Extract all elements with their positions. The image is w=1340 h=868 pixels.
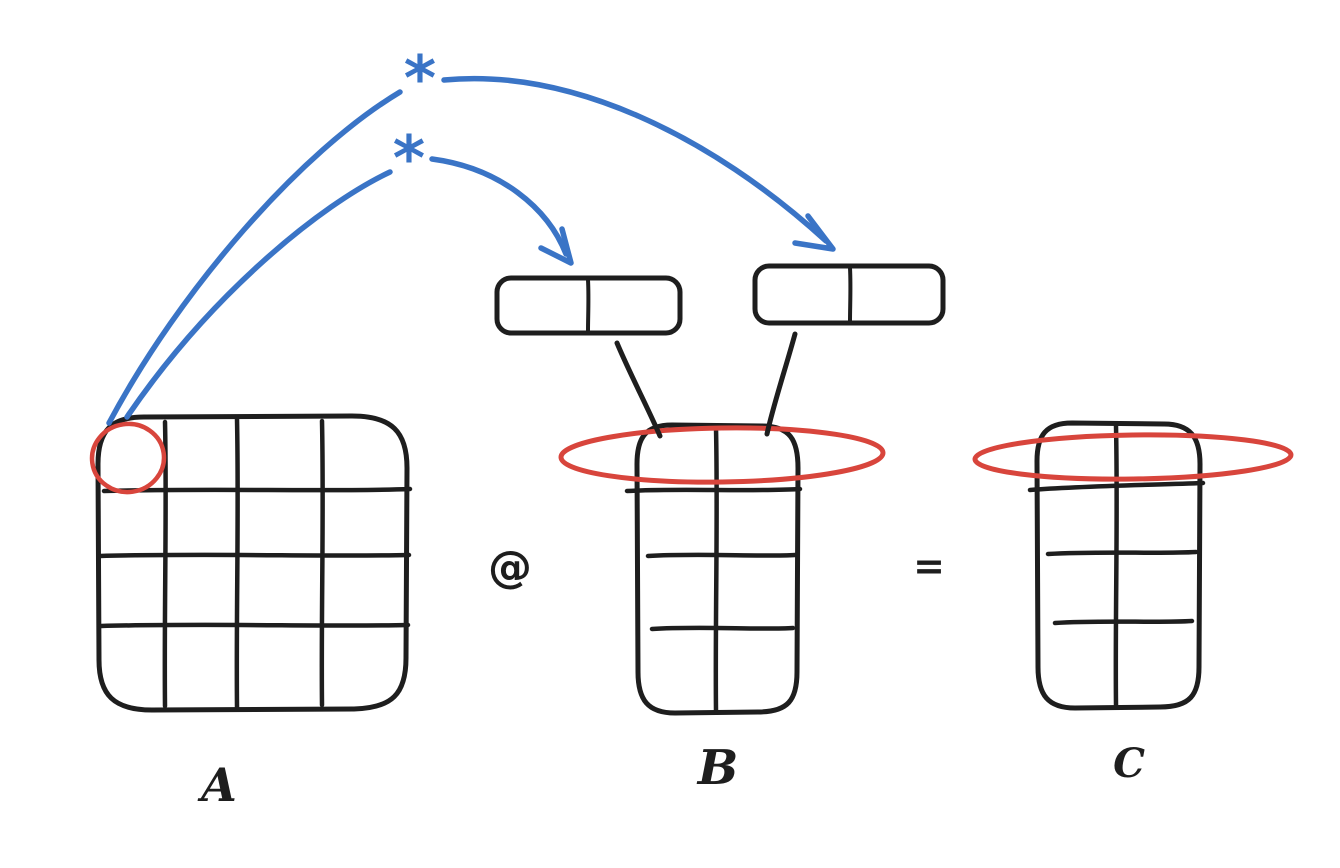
matrix-c-border [1034,420,1203,711]
matrix-b: B [558,422,886,796]
matrix-a: A [89,413,413,812]
matrix-c-gridlines [1027,423,1206,708]
asterisk-top-icon: * [404,42,436,115]
matmul-operator: @ [488,542,532,593]
row-highlight-ellipse-b [558,425,886,485]
row-highlight-ellipse-c [972,432,1294,482]
connector-line-2 [764,331,798,437]
matrix-a-gridlines [97,416,413,710]
equals-operator: = [913,544,945,588]
matrix-b-label: B [696,740,739,796]
cell-highlight-circle [89,421,167,495]
multiply-arrow-long [106,75,836,426]
multiply-arrow-short [124,156,574,420]
connector-line-1 [614,340,663,439]
matrix-c: C [972,420,1294,787]
row-vector-2 [752,263,946,326]
row-vector-1-box [494,275,683,336]
row-vector-2-box [752,263,946,326]
multiply-arrow-short-head [538,226,574,266]
matrix-a-border [95,413,410,713]
matrix-a-label: A [197,758,237,812]
matrix-c-label: C [1113,740,1145,787]
asterisk-bottom-icon: * [393,122,425,195]
multiply-arrow-long-head [792,213,836,252]
matrix-b-gridlines [624,425,803,714]
matrix-b-border [634,422,801,716]
row-vector-1 [494,275,683,336]
